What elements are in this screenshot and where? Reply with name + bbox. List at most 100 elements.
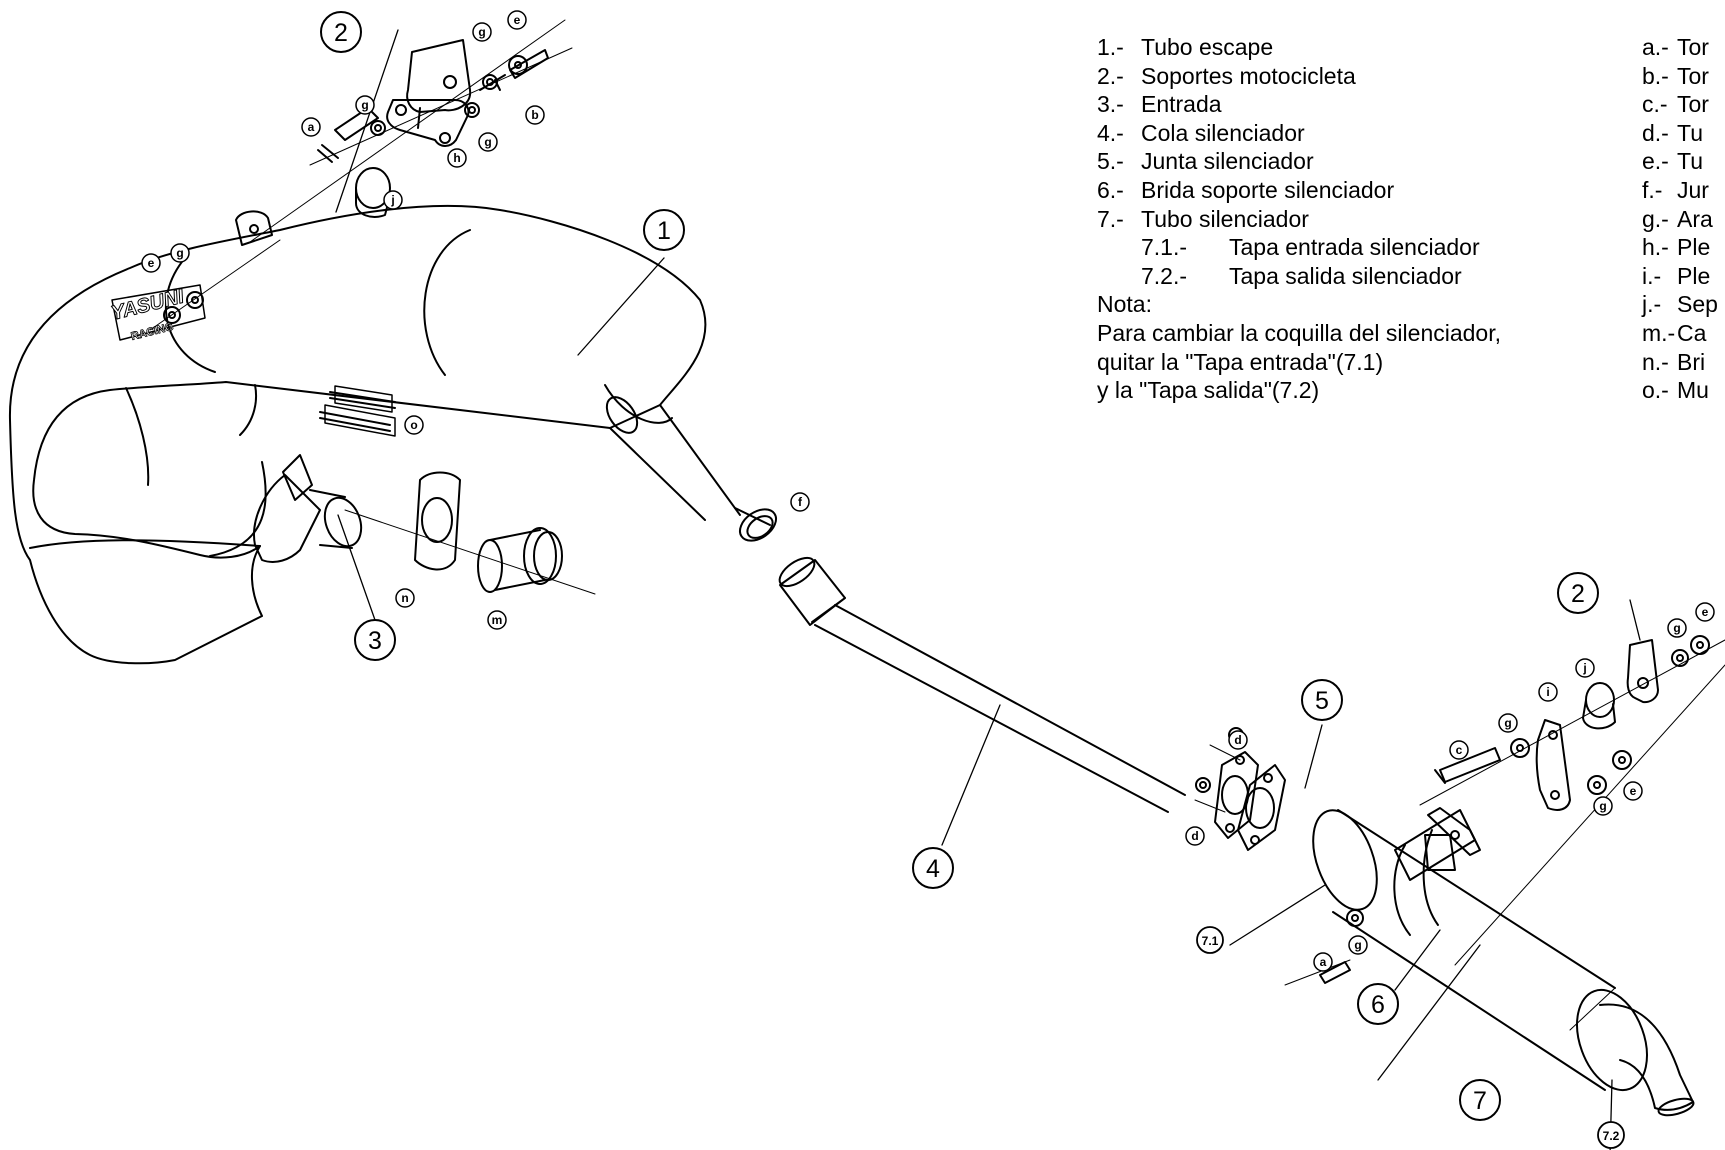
hardware-item: h.-Ple <box>1642 233 1718 262</box>
svg-text:g: g <box>1354 938 1361 952</box>
hardware-label: Ple <box>1677 262 1711 289</box>
callout-g-8: g <box>1593 796 1613 816</box>
note-heading: Nota: <box>1097 291 1152 318</box>
hardware-number: m.- <box>1642 319 1676 346</box>
part-item: 5.-Junta silenciador <box>1097 147 1501 176</box>
hardware-item: n.- Bri <box>1642 348 1718 377</box>
svg-text:o: o <box>410 418 417 432</box>
callout-f: f <box>790 492 810 512</box>
part-number: 1.- <box>1097 34 1124 60</box>
svg-text:7.2: 7.2 <box>1603 1129 1620 1143</box>
subpart-number: 7.1.- <box>1141 234 1188 261</box>
callout-7-1: 7.1 <box>1196 926 1224 954</box>
callout-i: i <box>1538 682 1558 702</box>
hardware-label: Ple <box>1677 234 1711 261</box>
callout-j-right: j <box>1575 658 1595 678</box>
hardware-label: Tor <box>1677 34 1709 60</box>
part-label: Soportes motocicleta <box>1141 62 1356 89</box>
part-number: 2.- <box>1097 62 1124 89</box>
subpart-label: Tapa entrada silenciador <box>1229 234 1480 261</box>
callout-a-right: a <box>1313 952 1333 972</box>
hardware-number: g.- <box>1642 205 1669 232</box>
callout-g-3: g <box>478 132 498 152</box>
svg-text:7.1: 7.1 <box>1202 934 1219 948</box>
hardware-label: Jur <box>1677 176 1709 203</box>
callout-g-1: g <box>472 22 492 42</box>
hardware-label: Tu <box>1677 148 1703 175</box>
subpart-label: Tapa salida silenciador <box>1229 262 1462 289</box>
hardware-number: j.- <box>1642 291 1662 318</box>
hardware-number: b.- <box>1642 62 1669 89</box>
callout-c: c <box>1449 740 1469 760</box>
hardware-item: f.-Jur <box>1642 176 1718 205</box>
svg-text:c: c <box>1456 743 1463 757</box>
subpart-item: 7.1.- Tapa entrada silenciador <box>1141 233 1501 262</box>
svg-text:g: g <box>1673 621 1680 635</box>
svg-text:m: m <box>492 613 503 627</box>
hardware-label: Tor <box>1677 91 1709 118</box>
callout-b: b <box>525 105 545 125</box>
part-label: Entrada <box>1141 91 1222 118</box>
svg-text:e: e <box>1702 605 1709 619</box>
part-label: Brida soporte silenciador <box>1141 176 1395 203</box>
callout-d-top: d <box>1228 730 1248 750</box>
callout-o: o <box>404 415 424 435</box>
hardware-label: Ara <box>1677 205 1713 232</box>
hardware-label: Ca <box>1677 319 1707 346</box>
hardware-number: d.- <box>1642 119 1669 146</box>
part-number: 7.- <box>1097 205 1124 232</box>
part-item: 4.-Cola silenciador <box>1097 119 1501 148</box>
callout-g-7: g <box>1667 618 1687 638</box>
hardware-number: n.- <box>1642 348 1669 375</box>
tail-link-pipe <box>778 556 1186 813</box>
exhaust-pipe-body <box>8 204 778 665</box>
svg-text:d: d <box>1234 733 1241 747</box>
svg-text:7: 7 <box>1473 1087 1487 1115</box>
svg-text:i: i <box>1546 685 1549 699</box>
svg-text:g: g <box>1504 716 1511 730</box>
hardware-item: c.-Tor <box>1642 90 1718 119</box>
callout-n: n <box>395 588 415 608</box>
part-item: 7.-Tubo silenciador <box>1097 205 1501 234</box>
hardware-item: b.-Tor <box>1642 62 1718 91</box>
hardware-item: i.- Ple <box>1642 262 1718 291</box>
callout-e-right-top: e <box>1695 602 1715 622</box>
part-label: Cola silenciador <box>1141 119 1305 146</box>
svg-text:6: 6 <box>1371 991 1385 1019</box>
callout-g-5: g <box>1498 713 1518 733</box>
svg-text:YASUNI: YASUNI <box>109 285 187 324</box>
part-item: 1.-Tubo escape <box>1097 33 1501 62</box>
callout-7: 7 <box>1459 1079 1501 1121</box>
inlet-parts <box>253 385 596 595</box>
part-label: Junta silenciador <box>1141 148 1314 175</box>
hardware-number: i.- <box>1642 262 1662 289</box>
hardware-item: m.-Ca <box>1642 319 1718 348</box>
callout-4: 4 <box>912 847 954 889</box>
svg-text:d: d <box>1191 829 1198 843</box>
svg-text:5: 5 <box>1315 687 1329 715</box>
muffler-body <box>1312 807 1695 1117</box>
muffler-gasket <box>1194 727 1286 851</box>
hardware-label: Bri <box>1677 348 1706 375</box>
svg-text:b: b <box>531 108 538 122</box>
hardware-item: o.-Mu <box>1642 376 1718 405</box>
callout-j-top: j <box>383 190 403 210</box>
callout-g-4: g <box>170 243 190 263</box>
hardware-item: d.- Tu <box>1642 119 1718 148</box>
svg-text:e: e <box>1630 784 1637 798</box>
svg-text:1: 1 <box>657 217 671 245</box>
svg-text:f: f <box>798 495 803 509</box>
svg-text:g: g <box>361 98 368 112</box>
hardware-item: a.-Tor <box>1642 33 1718 62</box>
svg-text:4: 4 <box>926 855 940 883</box>
callout-g-6: g <box>1348 935 1368 955</box>
subpart-item: 7.2.-Tapa salida silenciador <box>1141 262 1501 291</box>
hardware-item: g.- Ara <box>1642 205 1718 234</box>
callout-g-2: g <box>355 95 375 115</box>
hardware-label: Tu <box>1677 119 1703 146</box>
part-number: 6.- <box>1097 176 1124 203</box>
